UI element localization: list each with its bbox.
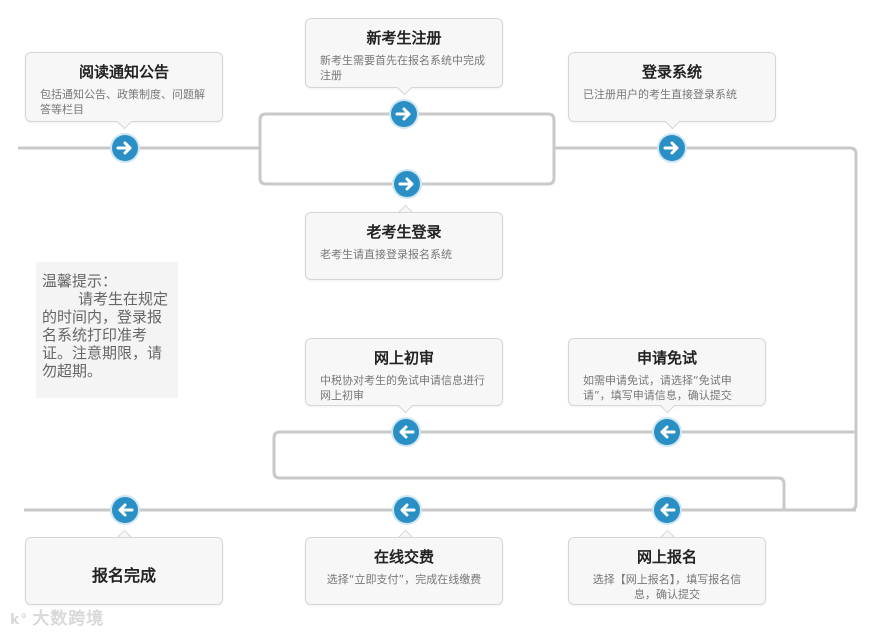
watermark: k°大数跨境 [10,604,104,629]
mid-loop [272,430,856,510]
step-desc: 已注册用户的考生直接登录系统 [583,88,737,101]
step-online-register: 网上报名 选择【网上报名】，填写报名信息，确认提交 [568,537,766,605]
step-title: 报名完成 [91,566,156,585]
reminder-note: 温馨提示： 请考生在规定的时间内，登录报名系统打印准考证。注意期限，请勿超期。 [36,262,178,398]
reminder-heading: 温馨提示： [42,272,118,290]
step-desc: 新考生需要首先在报名系统中完成注册 [320,54,485,82]
arrow-left-icon [654,419,680,445]
step-done: 报名完成 [25,537,223,605]
arrow-right-icon [394,171,420,197]
step-first-review: 网上初审 中税协对考生的免试申请信息进行网上初审 [305,338,503,406]
arrow-left-icon [394,497,420,523]
step-new-register: 新考生注册 新考生需要首先在报名系统中完成注册 [305,18,503,88]
step-title: 网上初审 [373,349,434,367]
step-desc: 包括通知公告、政策制度、问题解答等栏目 [40,88,205,116]
top-right-line [554,146,858,512]
step-read-notice: 阅读通知公告 包括通知公告、政策制度、问题解答等栏目 [25,52,223,122]
step-login-system: 登录系统 已注册用户的考生直接登录系统 [568,52,776,122]
arrow-left-icon [393,419,419,445]
step-desc: 选择“立即支付”，完成在线缴费 [326,573,482,586]
step-title: 在线交费 [373,548,434,566]
step-title: 新考生注册 [366,29,442,47]
arrow-right-icon [112,135,138,161]
step-desc: 老考生请直接登录报名系统 [320,248,452,261]
step-title: 申请免试 [636,349,697,367]
step-title: 网上报名 [636,548,697,566]
step-title: 登录系统 [641,63,702,81]
watermark-text: 大数跨境 [32,609,105,629]
arrow-right-icon [391,101,417,127]
step-apply-exempt: 申请免试 如需申请免试，请选择“免试申请”，填写申请信息，确认提交 [568,338,766,406]
step-desc: 中税协对考生的免试申请信息进行网上初审 [320,374,485,402]
watermark-logo-icon: k° [10,612,29,628]
arrow-right-icon [659,135,685,161]
arrow-left-icon [654,497,680,523]
step-old-login: 老考生登录 老考生请直接登录报名系统 [305,212,503,280]
step-title: 阅读通知公告 [78,63,169,81]
step-online-pay: 在线交费 选择“立即支付”，完成在线缴费 [305,537,503,605]
reminder-body: 请考生在规定的时间内，登录报名系统打印准考证。注意期限，请勿超期。 [42,290,169,380]
step-desc: 如需申请免试，请选择“免试申请”，填写申请信息，确认提交 [583,374,732,402]
step-title: 老考生登录 [366,223,442,241]
step-desc: 选择【网上报名】，填写报名信息，确认提交 [592,573,742,601]
arrow-left-icon [112,497,138,523]
